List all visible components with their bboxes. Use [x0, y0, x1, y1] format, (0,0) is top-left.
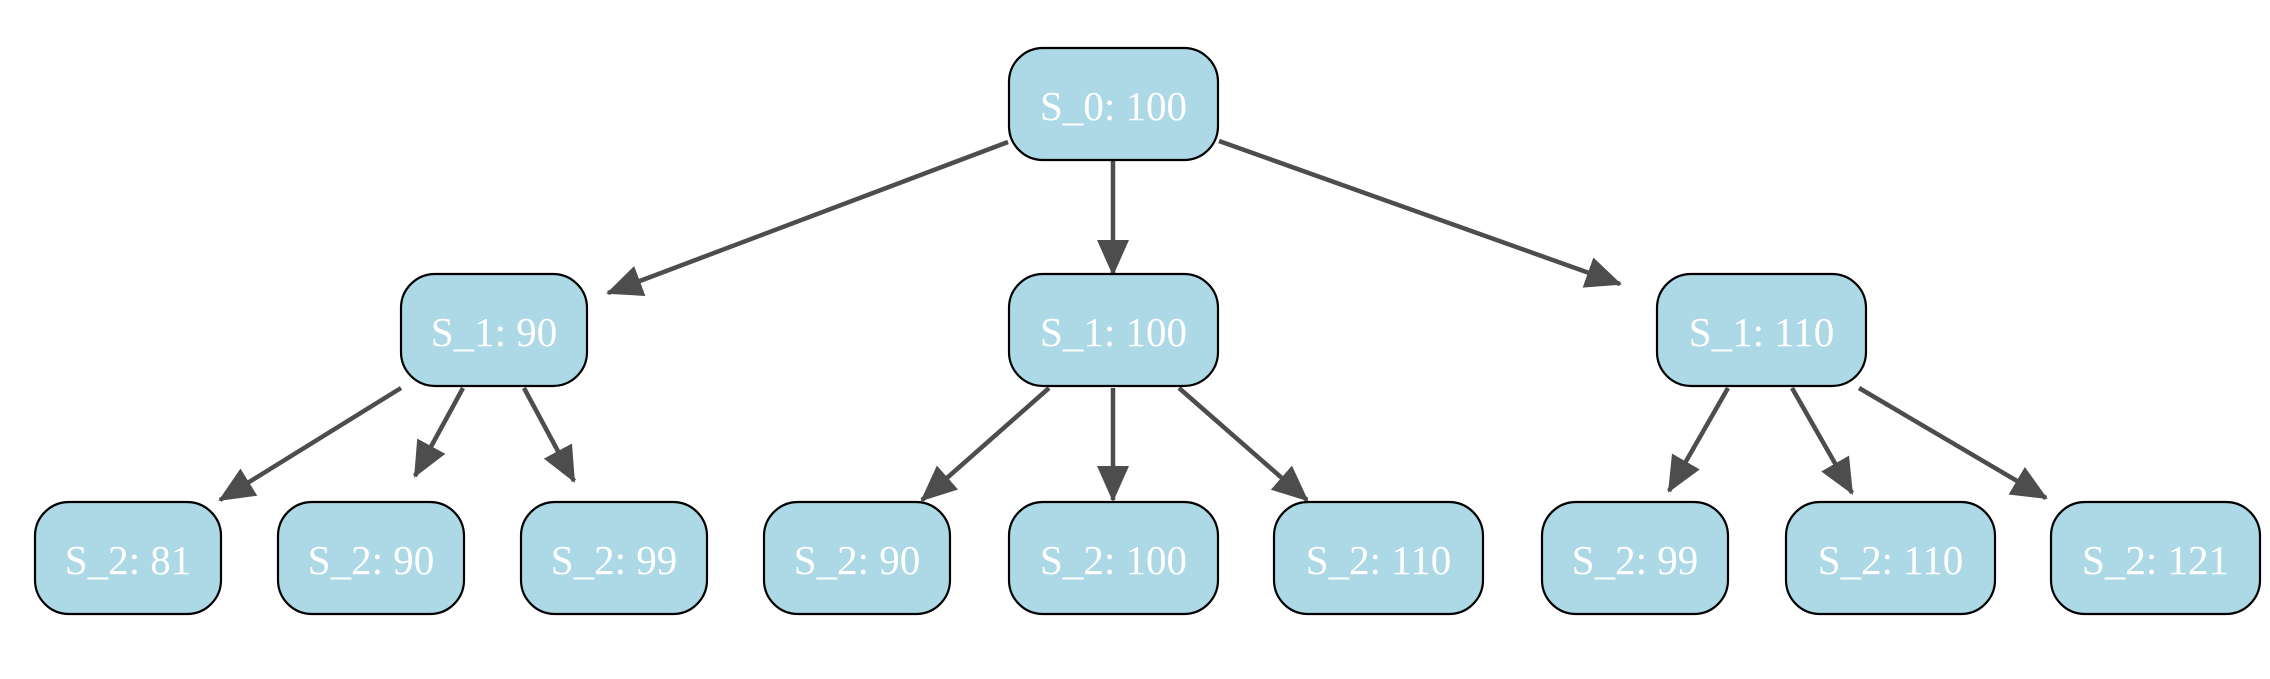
node-label: S_2: 110 [1306, 537, 1451, 583]
node-s2-100: S_2: 100 [1007, 500, 1220, 616]
node-label: S_2: 90 [308, 537, 434, 583]
node-label: S_1: 110 [1689, 309, 1834, 355]
node-s2-99-b: S_2: 99 [1540, 500, 1730, 616]
nodes-layer: S_0: 100 S_1: 90 S_1: 100 S_1: 110 S_2: … [33, 46, 2262, 616]
edge-arrow-n1-to-n5 [413, 386, 465, 478]
edge-arrow-n1-to-n4 [218, 386, 403, 502]
node-label: S_1: 90 [431, 309, 557, 355]
node-label: S_2: 110 [1818, 537, 1963, 583]
node-s2-121: S_2: 121 [2049, 500, 2262, 616]
node-s2-110-b: S_2: 110 [1784, 500, 1997, 616]
edge-arrow-n1-to-n6 [522, 386, 576, 483]
node-box [1007, 272, 1220, 388]
node-s2-90-a: S_2: 90 [276, 500, 466, 616]
node-s1-110: S_1: 110 [1655, 272, 1868, 388]
node-box [399, 272, 589, 388]
edge-arrow-n2-to-n7 [920, 386, 1051, 502]
node-s1-100: S_1: 100 [1007, 272, 1220, 388]
edges-layer [218, 138, 2048, 502]
edge-arrow-n0-to-n1 [606, 139, 1009, 296]
node-label: S_2: 121 [2082, 537, 2229, 583]
node-label: S_2: 99 [551, 537, 677, 583]
node-label: S_2: 81 [65, 537, 191, 583]
node-label: S_2: 99 [1572, 537, 1698, 583]
node-box [1540, 500, 1730, 616]
edge-arrow-n0-to-n3 [1218, 138, 1622, 288]
node-s0-100: S_0: 100 [1007, 46, 1220, 162]
edge-arrow-n2-to-n9 [1177, 386, 1309, 502]
node-label: S_0: 100 [1040, 83, 1187, 129]
node-label: S_2: 90 [794, 537, 920, 583]
node-box [1007, 500, 1220, 616]
node-box [1784, 500, 1997, 616]
node-s2-99-a: S_2: 99 [519, 500, 709, 616]
node-box [2049, 500, 2262, 616]
node-box [519, 500, 709, 616]
node-s1-90: S_1: 90 [399, 272, 589, 388]
edge-arrow-n3-to-n10 [1667, 386, 1730, 493]
node-box [276, 500, 466, 616]
node-box [1007, 46, 1220, 162]
edge-arrow-n3-to-n12 [1857, 386, 2048, 500]
node-s2-110-a: S_2: 110 [1272, 500, 1485, 616]
edge-arrow-n3-to-n11 [1790, 386, 1854, 495]
node-label: S_1: 100 [1040, 309, 1187, 355]
node-box [1655, 272, 1868, 388]
node-s2-81: S_2: 81 [33, 500, 223, 616]
node-label: S_2: 100 [1040, 537, 1187, 583]
node-box [762, 500, 952, 616]
node-box [33, 500, 223, 616]
node-box [1272, 500, 1485, 616]
node-s2-90-b: S_2: 90 [762, 500, 952, 616]
